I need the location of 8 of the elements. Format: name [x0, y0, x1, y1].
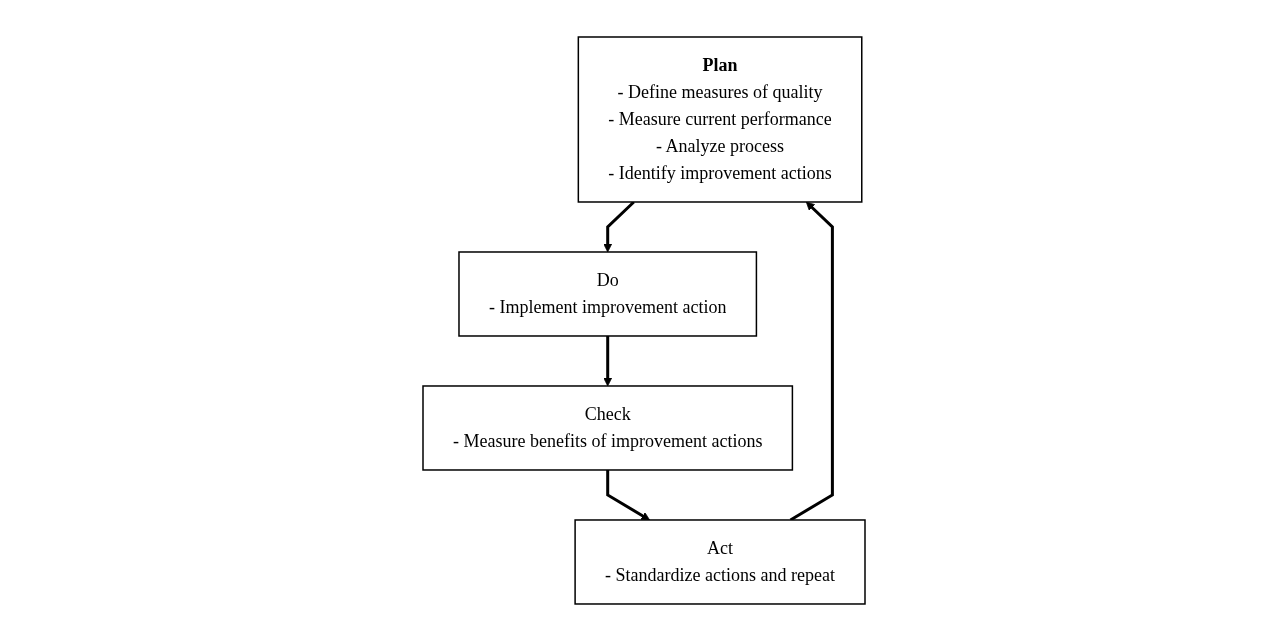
arrow: [606, 469, 650, 520]
arrow: [603, 200, 635, 252]
node-box: Plan - Define measures of quality - Measure current performance - Analyze process - Identify improvement actions: [577, 35, 863, 203]
node-box: Check - Measure benefits of improvement actions: [422, 384, 794, 471]
arrow: [789, 201, 834, 521]
arrow: [603, 335, 613, 386]
node-box: Act - Standardize actions and repeat: [574, 518, 866, 605]
node-box: Do - Implement improvement action: [458, 250, 758, 337]
